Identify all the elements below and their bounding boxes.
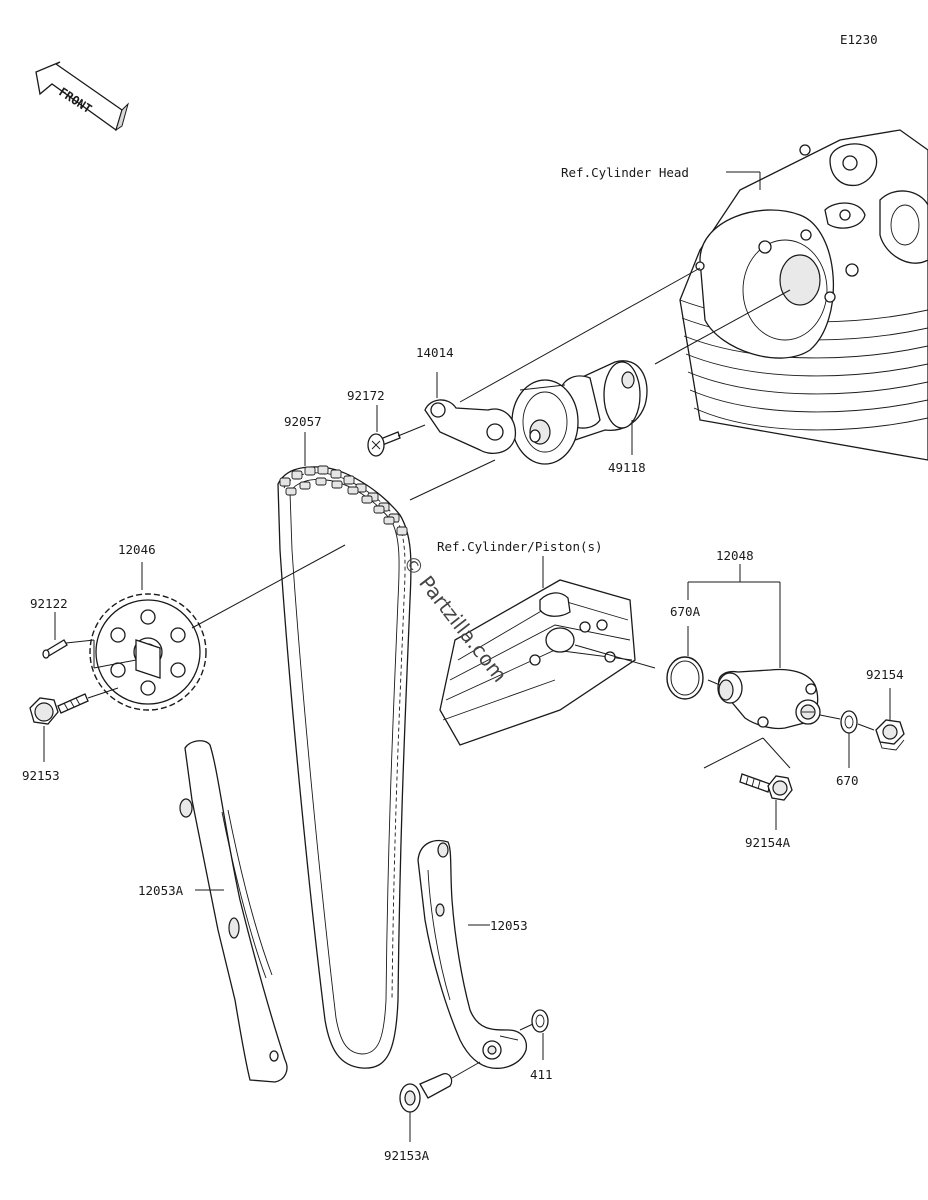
cam-chain-tensioner bbox=[717, 668, 821, 730]
part-49118-label: 49118 bbox=[608, 460, 646, 475]
part-14014-label: 14014 bbox=[416, 345, 454, 360]
washer-411 bbox=[531, 1009, 549, 1033]
camshaft bbox=[511, 360, 648, 465]
part-411-label: 411 bbox=[530, 1067, 553, 1082]
crank-sprocket bbox=[89, 593, 207, 711]
chain-guide-plate bbox=[424, 399, 517, 454]
part-92057-label: 92057 bbox=[284, 414, 322, 429]
part-92154-label: 92154 bbox=[866, 667, 904, 682]
ref-cylinder-piston-label: Ref.Cylinder/Piston(s) bbox=[437, 539, 603, 554]
cylinder-block bbox=[439, 579, 636, 746]
part-12046-label: 12046 bbox=[118, 542, 156, 557]
screw-92172 bbox=[367, 431, 401, 457]
chain-guide-12053 bbox=[417, 839, 528, 1069]
bolt-92154A bbox=[739, 773, 793, 801]
part-12048-label: 12048 bbox=[716, 548, 754, 563]
diagram-code: E1230 bbox=[840, 32, 878, 47]
washer-670 bbox=[840, 710, 858, 734]
part-670A-label: 670A bbox=[670, 604, 701, 619]
part-92153-label: 92153 bbox=[22, 768, 60, 783]
part-92122-label: 92122 bbox=[30, 596, 68, 611]
cylinder-head bbox=[679, 129, 928, 461]
part-670-label: 670 bbox=[836, 773, 859, 788]
part-92153A-label: 92153A bbox=[384, 1148, 430, 1163]
part-92154A-label: 92154A bbox=[745, 835, 791, 850]
front-arrow-icon: FRONT bbox=[35, 61, 129, 132]
part-92172-label: 92172 bbox=[347, 388, 385, 403]
nut-92154 bbox=[875, 719, 905, 751]
part-12053-label: 12053 bbox=[490, 918, 528, 933]
bolt-92153A bbox=[399, 1073, 453, 1113]
ref-cylinder-head-label: Ref.Cylinder Head bbox=[561, 165, 689, 180]
o-ring-670A bbox=[666, 656, 704, 700]
part-12053A-label: 12053A bbox=[138, 883, 184, 898]
bolt-92153 bbox=[29, 693, 89, 725]
cam-chain bbox=[277, 465, 412, 1069]
pin-92122 bbox=[42, 639, 68, 659]
chain-guide-12053A bbox=[179, 740, 288, 1083]
